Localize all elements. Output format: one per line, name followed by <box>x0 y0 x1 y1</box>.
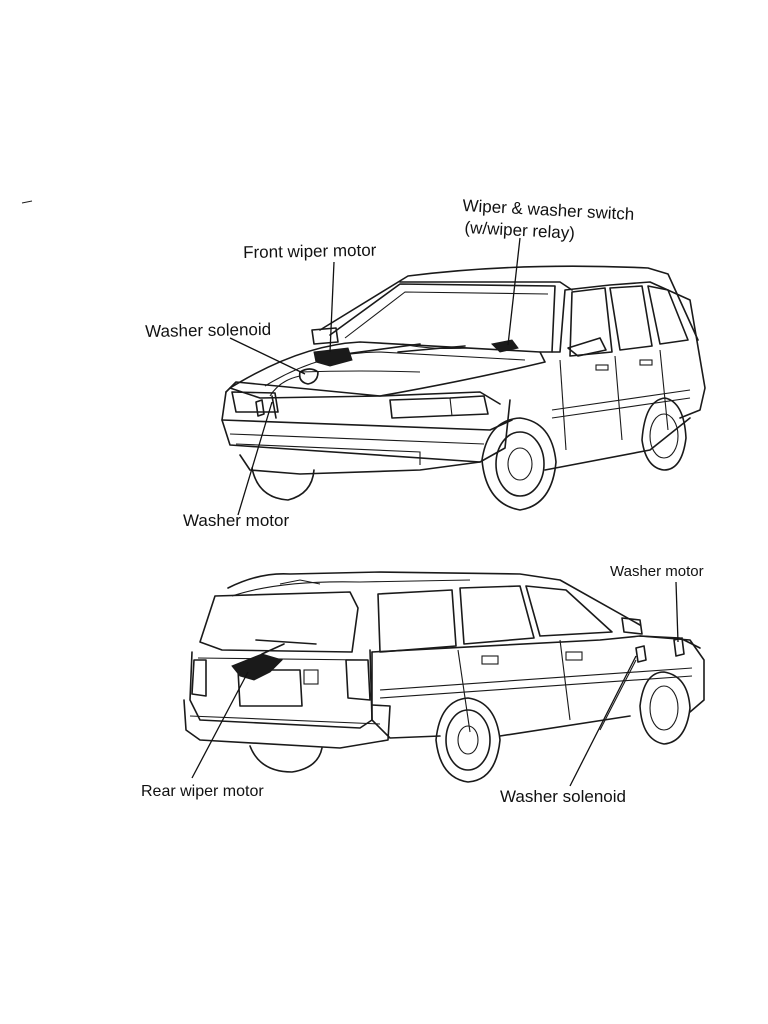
label-rear-wiper-motor: Rear wiper motor <box>141 783 264 800</box>
front-view-car <box>221 265 706 511</box>
rear-wiper-motor <box>231 653 283 681</box>
front-view-rear-wheel <box>641 397 687 471</box>
license-plate-recess <box>237 669 303 707</box>
label-rear-washer-solenoid: Washer solenoid <box>500 787 626 806</box>
rear-view-car <box>183 571 705 783</box>
front-washer-solenoid <box>298 368 319 385</box>
leader-rear-washer-solenoid <box>569 655 637 787</box>
rear-side-window-2 <box>459 585 535 645</box>
front-right-headlight <box>389 395 489 419</box>
front-leader-lines <box>229 237 521 516</box>
leader-front-washer-solenoid <box>229 337 306 375</box>
label-front-washer-motor: Washer motor <box>183 511 290 530</box>
front-washer-motor <box>255 399 265 417</box>
label-front-wiper-motor: Front wiper motor <box>243 240 377 262</box>
front-grille <box>225 381 501 405</box>
front-left-headlight <box>231 391 279 413</box>
front-side-window-1 <box>569 287 613 357</box>
front-side-mirror <box>567 337 607 357</box>
rear-wiper-blade <box>255 639 317 645</box>
rear-view-washer-motor <box>673 637 685 657</box>
front-side-window-2 <box>609 285 653 351</box>
leader-switch <box>507 237 521 346</box>
rear-window <box>199 591 359 653</box>
stray-mark <box>21 200 33 204</box>
rear-view-side-mirror <box>621 617 643 635</box>
label-rear-washer-motor: Washer motor <box>610 563 704 580</box>
leader-rear-wiper-motor <box>191 671 249 779</box>
leader-rear-washer-motor <box>675 581 679 643</box>
label-front-washer-solenoid: Washer solenoid <box>145 319 272 341</box>
rear-leader-lines <box>191 581 679 787</box>
rear-side-window-3 <box>525 585 613 637</box>
rear-view-rear-wheel <box>435 697 501 783</box>
front-windshield <box>329 283 556 353</box>
front-bumper <box>221 419 513 431</box>
leader-front-wiper-motor <box>329 261 335 353</box>
rear-bumper <box>183 699 391 749</box>
rear-side-window-1 <box>377 589 457 653</box>
rear-left-taillight <box>191 659 207 697</box>
rear-right-taillight <box>345 659 371 701</box>
front-hood <box>229 341 546 399</box>
wiper-washer-switch <box>490 339 519 353</box>
front-wiper-motor <box>313 347 353 367</box>
rear-washer-solenoid <box>635 645 647 663</box>
front-wheel <box>481 417 557 511</box>
front-wiper-arm-right <box>397 345 466 353</box>
rear-view-front-wheel <box>639 671 691 745</box>
leader-front-washer-motor <box>237 401 273 516</box>
front-side-window-3 <box>647 285 689 345</box>
